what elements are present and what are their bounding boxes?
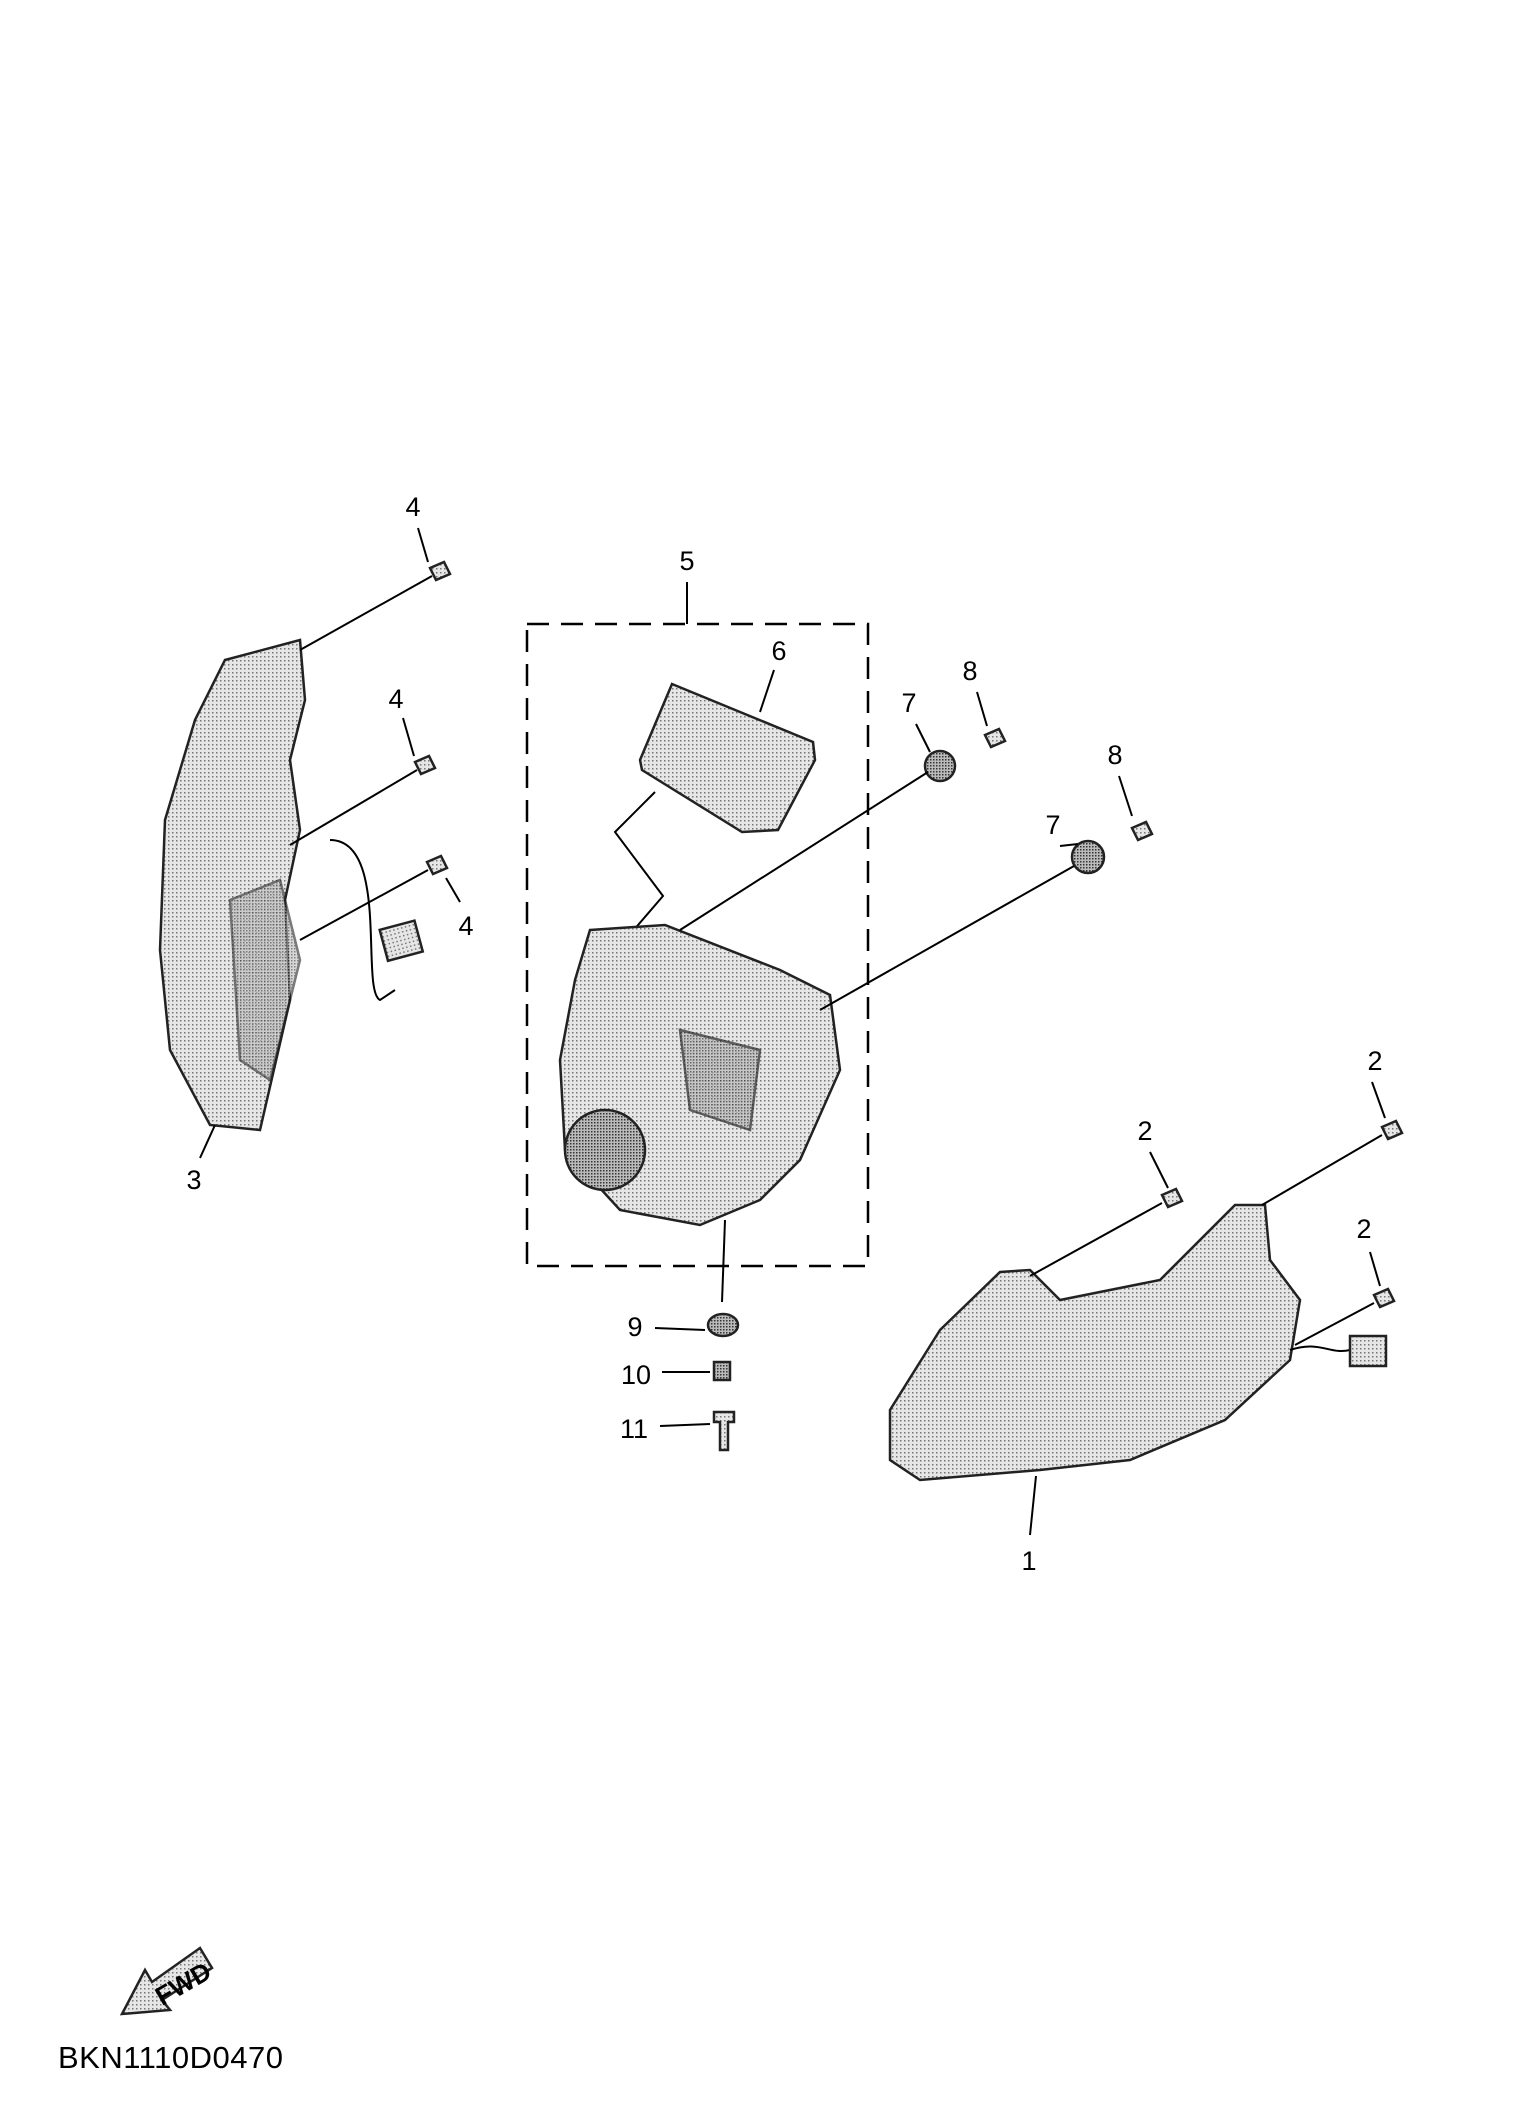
callout-2: 2 — [1137, 1116, 1152, 1146]
assembly-5-boundary — [525, 622, 870, 1268]
callout-9: 9 — [627, 1312, 642, 1342]
callout-4: 4 — [458, 911, 473, 941]
part-6-control-unit — [613, 669, 817, 947]
callout-8: 8 — [1107, 740, 1122, 770]
callout-5: 5 — [679, 546, 694, 576]
part-2-screws — [1029, 1081, 1404, 1346]
callout-1: 1 — [1021, 1546, 1036, 1576]
callout-4: 4 — [405, 492, 420, 522]
part-1-headlight-right — [888, 1203, 1388, 1536]
callout-4: 4 — [388, 684, 403, 714]
part-3-headlight-left — [158, 638, 425, 1132]
callout-6: 6 — [771, 636, 786, 666]
callout-2: 2 — [1367, 1046, 1382, 1076]
callout-7: 7 — [901, 688, 916, 718]
callout-10: 10 — [621, 1360, 651, 1390]
fwd-arrow-icon: FWD — [119, 1946, 216, 2016]
parts-9-10-11-fasteners — [654, 1312, 740, 1452]
projector-unit — [558, 923, 842, 1303]
callout-8: 8 — [962, 656, 977, 686]
drawing-code: BKN1110D0470 — [58, 2040, 284, 2075]
callout-3: 3 — [186, 1165, 201, 1195]
part-4-screws — [199, 527, 461, 1159]
parts-7-8-grommets-screws — [679, 691, 1154, 1011]
callout-11: 11 — [620, 1414, 648, 1444]
callout-7: 7 — [1045, 810, 1060, 840]
callout-2: 2 — [1356, 1214, 1371, 1244]
